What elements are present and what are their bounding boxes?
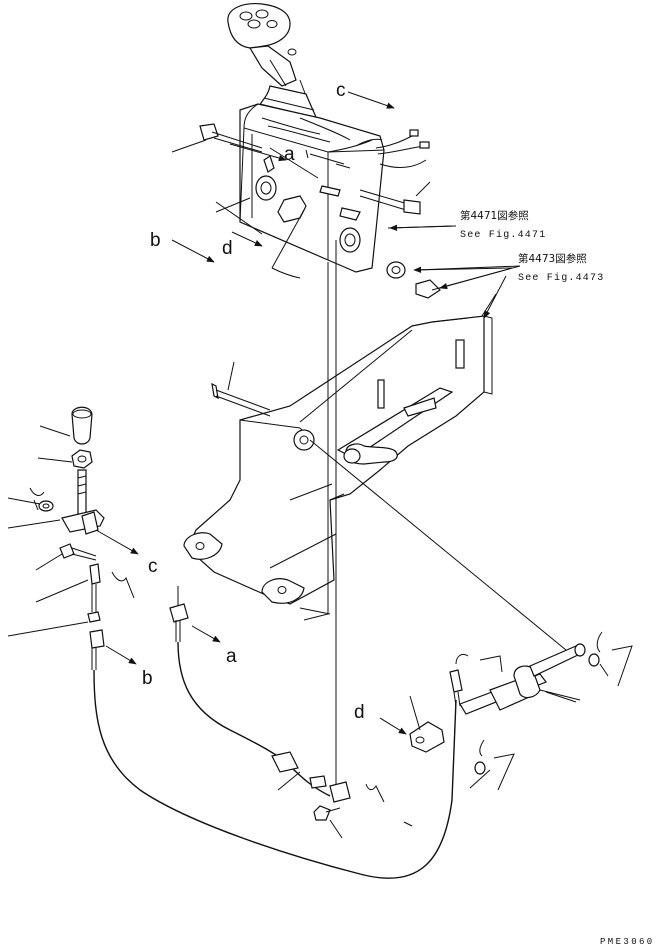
lever-housing xyxy=(239,85,385,273)
ref-fig4473-jp: 第4473図参照 xyxy=(518,252,587,265)
cable-clip xyxy=(89,563,101,612)
ref-fig4471-jp-text: 第4471図参照 xyxy=(460,209,529,222)
bottom-bolt xyxy=(313,805,341,821)
bracket xyxy=(183,315,493,615)
clip-symbols xyxy=(29,487,633,827)
cable-rod xyxy=(77,469,87,517)
washer-and-bolt xyxy=(386,261,441,299)
label-c-mid: c xyxy=(148,556,158,577)
label-b-mid: b xyxy=(142,668,153,689)
cable-washer xyxy=(38,500,54,512)
direction-arrows xyxy=(95,91,513,735)
yoke xyxy=(409,721,445,753)
cable-bracket xyxy=(61,509,105,535)
cable-bolt xyxy=(59,543,97,561)
cable-knob xyxy=(71,406,93,445)
lever-knob xyxy=(227,3,307,97)
cable-loop xyxy=(93,641,457,879)
housing-bolt-left xyxy=(199,123,263,153)
cable-nut xyxy=(71,449,93,469)
rod-assembly xyxy=(449,643,586,715)
label-b-left: b xyxy=(150,230,161,251)
ref-fig4473-en: See Fig.4473 xyxy=(518,272,604,284)
letter-labels: c a b d c a b d xyxy=(142,80,365,723)
cable-ends xyxy=(87,586,189,670)
housing-bolt-right xyxy=(359,189,421,215)
label-d-bottom: d xyxy=(354,702,365,723)
label-c-top: c xyxy=(336,80,346,101)
label-a-top: a xyxy=(284,144,295,165)
label-d-left: d xyxy=(222,238,233,259)
drawing-code: PME3060 xyxy=(600,937,655,947)
label-a-mid: a xyxy=(226,646,237,667)
harness-wires xyxy=(375,129,430,168)
routing-lines xyxy=(215,197,567,790)
ref-fig4471-en: See Fig.4471 xyxy=(460,229,546,241)
cable-middle-fitting xyxy=(271,751,351,803)
bracket-bolt xyxy=(211,382,271,417)
rod-washers xyxy=(474,653,600,775)
figure-references: 第4471図参照 See Fig.4471 第4473図参照 See Fig.4… xyxy=(460,209,604,284)
